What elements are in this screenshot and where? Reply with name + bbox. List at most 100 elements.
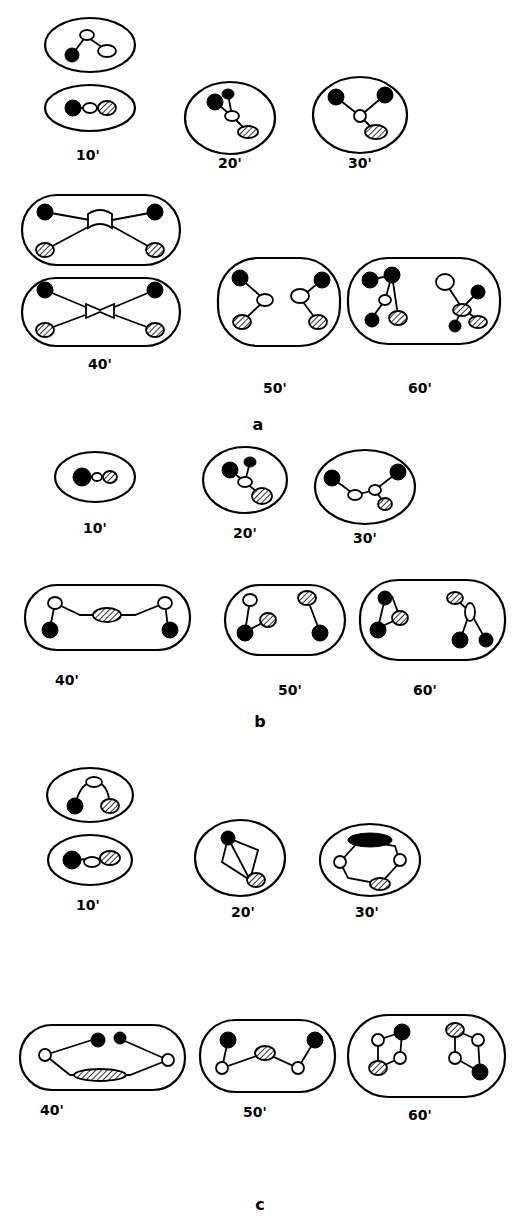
chromosome	[80, 30, 94, 40]
chromosome	[255, 1046, 275, 1060]
chromosome	[162, 622, 178, 638]
chromosome	[100, 851, 120, 865]
cell-outline	[348, 258, 500, 344]
time-label: 40'	[55, 673, 79, 687]
cell-b-40	[25, 585, 190, 650]
chromosome	[63, 851, 81, 869]
chromosome	[292, 1062, 304, 1074]
cell-outline	[200, 1020, 335, 1092]
cell-b-30	[315, 450, 415, 524]
cell-b-10	[55, 452, 135, 502]
chromosome	[147, 204, 163, 220]
cell-outline	[320, 824, 420, 896]
chromosome	[237, 625, 253, 641]
cell-outline	[45, 18, 135, 72]
chromosome	[472, 1034, 484, 1046]
chromosome	[36, 323, 54, 337]
cell-outline	[185, 82, 275, 154]
chromosome	[238, 477, 252, 487]
cell-outline	[348, 1015, 505, 1097]
time-label: 40'	[40, 1103, 64, 1117]
time-label: 30'	[355, 905, 379, 919]
chromosome	[354, 110, 366, 122]
time-label: 40'	[88, 357, 112, 371]
chromosome	[225, 111, 239, 121]
chromosome	[39, 1049, 51, 1061]
chromosome	[372, 1034, 384, 1046]
chromosome	[436, 274, 454, 290]
chromosome	[390, 464, 406, 480]
panel-letter: a	[253, 417, 264, 433]
cell-outline	[22, 278, 180, 346]
chromosome	[394, 854, 406, 866]
time-label: 20'	[218, 156, 242, 170]
chromosome	[378, 591, 392, 605]
chromosome	[446, 1023, 464, 1037]
chromosome	[232, 270, 248, 286]
chromosome	[243, 594, 257, 606]
chromosome	[98, 45, 116, 57]
cell-c-20	[195, 820, 285, 896]
chromosome	[42, 622, 58, 638]
chromosome	[207, 94, 223, 110]
chromosome	[453, 304, 471, 316]
cell-c-40	[20, 1025, 185, 1090]
time-label: 10'	[76, 148, 100, 162]
cell-outline	[203, 447, 287, 513]
chromosome	[365, 313, 379, 327]
chromosome	[84, 857, 100, 867]
chromosome	[469, 316, 487, 328]
cell-c-10-bottom	[48, 835, 132, 885]
chromosome	[67, 798, 83, 814]
cell-a-50	[218, 258, 340, 346]
chromosome	[447, 592, 463, 604]
cell-outline	[45, 85, 135, 131]
chromosome	[238, 126, 258, 138]
time-label: 50'	[278, 683, 302, 697]
chromosome	[370, 622, 386, 638]
time-label: 60'	[413, 683, 437, 697]
chromosome	[379, 295, 391, 305]
cell-a-10-bottom	[45, 85, 135, 131]
chromosome	[314, 272, 330, 288]
chromosome	[377, 87, 393, 103]
chromosome	[162, 1054, 174, 1066]
cell-outline	[55, 452, 135, 502]
cell-b-20	[203, 447, 287, 513]
spindle-fiber	[45, 290, 155, 330]
chromosome	[65, 48, 79, 62]
chromosome	[91, 1033, 105, 1047]
chromosome	[88, 210, 112, 228]
cell-outline	[22, 195, 180, 265]
panel-letter: c	[255, 1197, 264, 1213]
chromosome	[220, 1032, 236, 1048]
cell-outline	[195, 820, 285, 896]
chromosome	[247, 873, 265, 887]
chromosome	[328, 89, 344, 105]
chromosome	[472, 1064, 488, 1080]
chromosome	[465, 603, 475, 621]
chromosome	[260, 613, 276, 627]
cell-c-10-top	[47, 768, 133, 822]
chromosome	[394, 1024, 410, 1040]
time-label: 50'	[243, 1105, 267, 1119]
chromosome	[37, 204, 53, 220]
cell-a-40-bottom	[22, 278, 180, 346]
chromosome	[365, 125, 387, 139]
chromosome	[392, 611, 408, 625]
chromosome	[65, 100, 81, 116]
time-label: 30'	[353, 531, 377, 545]
chromosome	[309, 315, 327, 329]
cell-outline	[315, 450, 415, 524]
time-label: 10'	[83, 521, 107, 535]
chromosome	[348, 833, 392, 847]
cell-a-30	[313, 77, 407, 153]
chromosome	[216, 1062, 228, 1074]
chromosome	[479, 633, 493, 647]
chromosome	[147, 282, 163, 298]
chromosome	[348, 490, 362, 500]
chromosome	[86, 304, 114, 318]
chromosome	[146, 323, 164, 337]
chromosome	[233, 315, 251, 329]
